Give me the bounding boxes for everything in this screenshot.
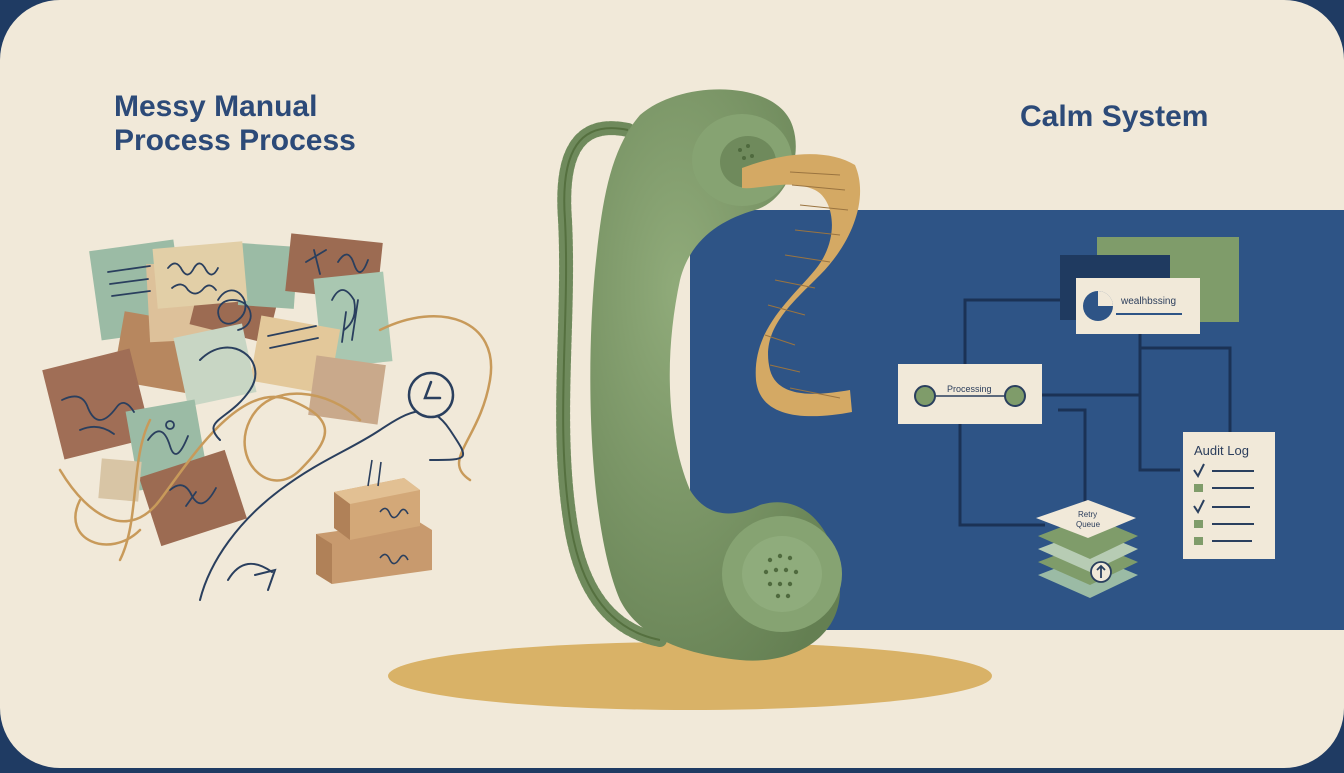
phone-handset bbox=[590, 89, 842, 661]
messy-papers bbox=[42, 233, 393, 547]
retry-label: Retry bbox=[1078, 510, 1097, 519]
webhook-card-label: wealhbssing bbox=[1120, 296, 1176, 307]
calm-system-title: Calm System bbox=[1020, 100, 1209, 133]
messy-title-line2: Process Process bbox=[114, 124, 356, 157]
audit-log-title: Audit Log bbox=[1194, 443, 1249, 458]
processing-label: Processing bbox=[947, 384, 992, 394]
tangled-strings bbox=[58, 315, 493, 601]
clock-icon bbox=[407, 371, 455, 419]
coiled-phone-cord bbox=[556, 121, 667, 647]
messy-title-line1: Messy Manual bbox=[114, 90, 318, 123]
queue-label: Queue bbox=[1076, 520, 1101, 529]
retry-queue-stack: Retry Queue bbox=[1036, 500, 1138, 598]
webhook-card: wealhbssing bbox=[1076, 278, 1200, 334]
processing-card: Processing bbox=[898, 364, 1042, 424]
messy-process-title: Messy Manual Process Process bbox=[114, 90, 356, 158]
floor-shadow bbox=[388, 642, 992, 710]
diagram-connectors bbox=[958, 298, 1232, 527]
paper-ribbon bbox=[742, 154, 861, 417]
cardboard-boxes bbox=[316, 459, 432, 584]
audit-log-card: Audit Log bbox=[1183, 432, 1275, 559]
